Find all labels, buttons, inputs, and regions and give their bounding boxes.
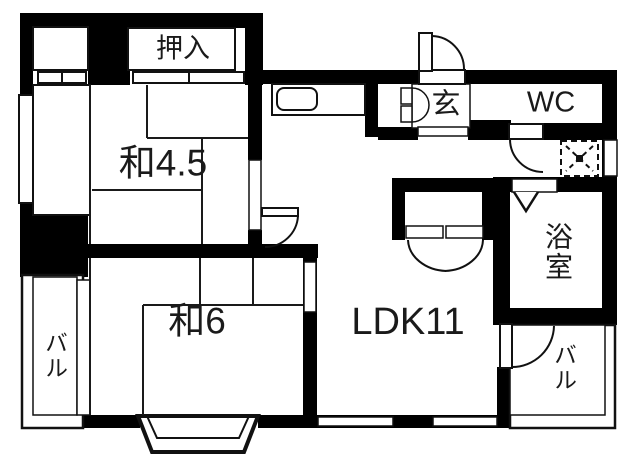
wall-block-left — [33, 215, 88, 277]
balcony-door-leaf-icon — [499, 323, 513, 369]
interior-door-arc-icon — [264, 215, 299, 249]
closet-door-leaf-icon — [405, 225, 444, 239]
label-genkan: 玄 — [431, 88, 461, 121]
closet-ldk-top — [392, 178, 495, 192]
cabinet-door-arc-icon — [411, 87, 430, 106]
wall-genkan-bottom-right — [468, 120, 511, 140]
wall-below-wc — [543, 123, 602, 140]
entrance-threshold — [418, 69, 466, 85]
label-balcony-left: バル — [41, 331, 68, 381]
sliding-door-icon — [37, 71, 63, 84]
wall-between-closets — [88, 13, 130, 85]
closet-ldk-right — [482, 192, 495, 240]
shoe-cabinet-icon — [400, 105, 413, 123]
closet-ldk-left — [392, 192, 405, 240]
interior-door-leaf-icon — [261, 207, 299, 217]
window-icon — [432, 416, 498, 427]
oshiire-box — [127, 27, 236, 71]
wall-right-lower — [602, 175, 617, 325]
wall-genkan-bottom-left — [378, 127, 418, 140]
wall-washitsu45-right — [248, 13, 262, 160]
wall-top-right — [465, 70, 617, 84]
label-washitsu-4-5: 和4.5 — [118, 142, 208, 184]
tatami-lines — [89, 85, 303, 415]
label-bathroom: 浴室 — [542, 222, 573, 282]
closet-topleft-box — [32, 26, 89, 71]
closet-door-arc-icon — [407, 239, 447, 272]
alcove-left — [32, 84, 91, 216]
sliding-door-icon — [303, 261, 317, 313]
sliding-door-icon — [188, 71, 245, 84]
balcony-left-inner — [32, 276, 78, 416]
cabinet-door-arc-icon — [411, 104, 430, 123]
washer-pan-center — [576, 155, 583, 162]
sliding-door-icon — [61, 71, 87, 84]
label-ldk: LDK11 — [351, 301, 465, 343]
closet-door-arc-icon — [444, 239, 484, 272]
wall-ldk-right-low — [497, 367, 510, 428]
walls — [20, 13, 617, 428]
wc-door-leaf-icon — [508, 123, 544, 140]
sliding-window-icon — [76, 279, 91, 416]
label-oshiire: 押入 — [156, 33, 210, 64]
label-balcony-right: バル — [550, 343, 577, 393]
folding-door-icon — [512, 191, 540, 214]
kitchen-sink-icon — [276, 87, 318, 111]
wall-ldk-right — [493, 177, 510, 325]
genkan-step — [417, 126, 469, 137]
sliding-door-icon — [248, 159, 262, 231]
fixtures — [18, 26, 618, 454]
wall-rooms-divider-horizontal — [88, 244, 318, 258]
entrance-door-leaf-icon — [418, 32, 433, 72]
window-icon — [18, 94, 34, 204]
wall-bottom-left — [77, 415, 140, 428]
wall-kitchen-genkan-divider — [365, 70, 378, 137]
washer-pan-icon — [560, 140, 599, 177]
bath-threshold — [511, 178, 558, 193]
closet-door-leaf-icon — [445, 225, 484, 239]
window-icon — [603, 139, 618, 177]
shoe-cabinet-icon — [400, 87, 413, 105]
balcony-right-inner — [509, 324, 606, 416]
bay-window-inner-line — [145, 415, 251, 439]
label-washitsu-6: 和6 — [168, 300, 226, 342]
wall-top-left — [20, 13, 263, 28]
entrance-door-arc-icon — [431, 35, 465, 70]
wc-door-arc-icon — [509, 138, 544, 173]
balcony-door-arc-icon — [511, 325, 555, 368]
sliding-door-icon — [132, 71, 190, 84]
wall-top-kitchen — [250, 70, 420, 84]
wall-bottom-mid — [258, 415, 318, 428]
wall-bath-bottom — [497, 308, 617, 325]
window-icon — [317, 416, 394, 427]
label-wc: WC — [526, 86, 576, 119]
